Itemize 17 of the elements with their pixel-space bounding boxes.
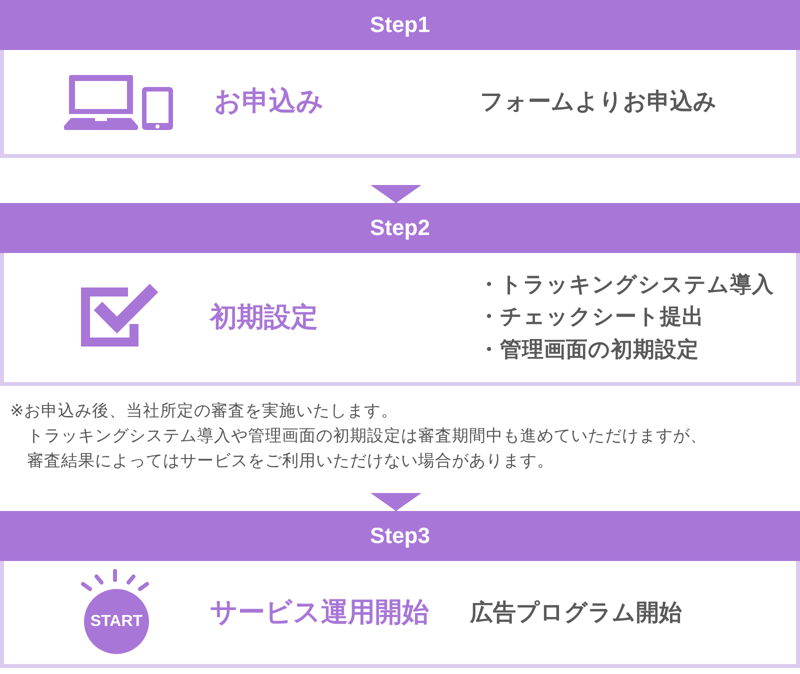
step-panel [0, 203, 800, 386]
footnote: ※お申込み後、当社所定の審査を実施いたします。 [10, 400, 399, 422]
bullet-item: ・管理画面の初期設定 [478, 336, 700, 364]
step-description: フォームよりお申込み [480, 88, 717, 117]
step-panel [0, 511, 800, 668]
step-description: 広告プログラム開始 [470, 598, 682, 628]
step-panel [0, 0, 800, 158]
bullet-item: ・チェックシート提出 [478, 303, 705, 332]
step-header: Step3 [0, 511, 800, 561]
step-title: サービス運用開始 [210, 596, 429, 630]
step-title: 初期設定 [210, 300, 318, 334]
bullet-item: ・トラッキングシステム導入 [478, 270, 774, 299]
step-header: Step2 [0, 203, 800, 253]
step-title: お申込み [214, 85, 324, 119]
footnote: トラッキングシステム導入や管理画面の初期設定は審査期間中も進めていただけますが、審査結果によってはサービスをご利用いただけない場合があります。 [27, 425, 708, 472]
start-label: START [90, 612, 143, 630]
step-header: Step1 [0, 0, 800, 50]
